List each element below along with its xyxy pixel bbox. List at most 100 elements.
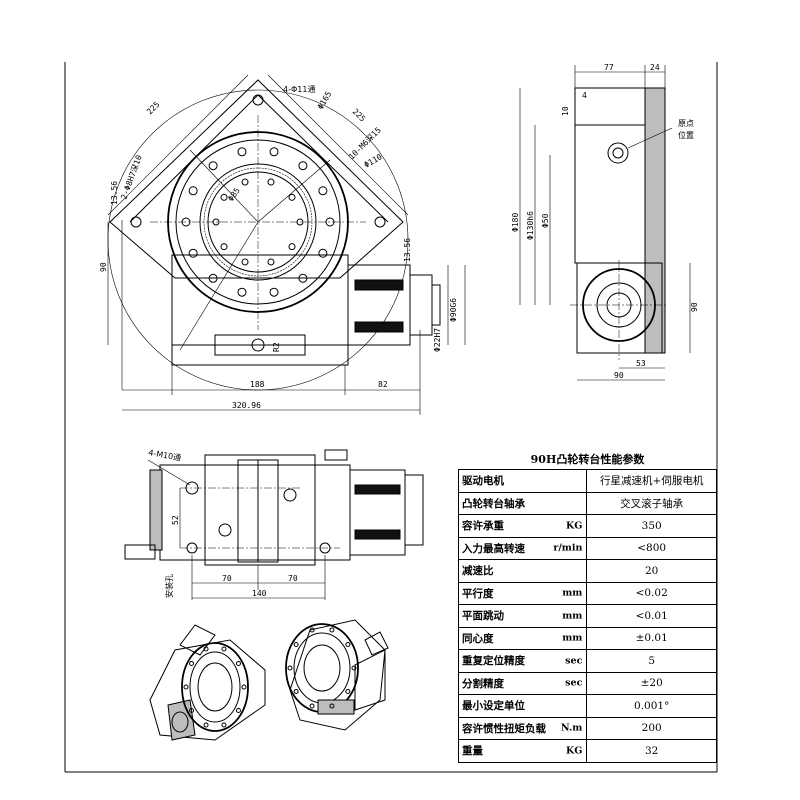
spec-row: 同心度 mm±0.01	[457, 626, 717, 650]
bolt-hole	[221, 646, 227, 652]
dim-225a-line	[107, 74, 249, 216]
label-bolt-circle: Φ165	[316, 90, 334, 111]
front-hole-3	[218, 523, 232, 537]
spec-value: 20	[586, 559, 717, 583]
side-label-77: 77	[604, 63, 614, 72]
bolt-hole	[309, 627, 315, 633]
side-view: 77 24 4 10 Φ180 Φ130h6 Φ50 90 53 90 原点 位…	[511, 63, 699, 381]
side-upper-inner	[574, 124, 646, 264]
label-total: 320.96	[232, 401, 261, 410]
origin-marker	[607, 142, 629, 164]
top-leader-1	[189, 149, 259, 223]
spec-unit: sec	[565, 677, 583, 689]
bolt-hole	[241, 178, 249, 186]
spec-label-cell: 容许惯性扭矩负载 N.m	[457, 716, 588, 740]
label-90g6: Φ90G6	[449, 298, 458, 322]
label-188: 188	[250, 380, 265, 389]
motor-shaft	[431, 284, 441, 326]
spec-label: 最小设定单位	[462, 700, 525, 713]
spec-label: 容许惯性扭矩负载	[462, 722, 546, 735]
bolt-hole	[288, 193, 296, 201]
bolt-hole	[267, 258, 275, 266]
bolt-hole	[237, 147, 247, 157]
bolt-hole	[188, 186, 198, 196]
front-motor	[349, 469, 406, 556]
iso2-motor	[354, 649, 386, 711]
spec-label-cell: 驱动电机	[457, 469, 588, 493]
side-label-90h: 90	[614, 371, 624, 380]
front-view: 4-M10通 52 70 70 140 安装孔	[124, 447, 424, 600]
top-leader-2	[257, 159, 331, 223]
spec-value: 350	[586, 514, 717, 538]
front-top-tab	[324, 449, 348, 461]
bolt-hole	[220, 243, 228, 251]
front-motor-fin-2	[354, 529, 401, 540]
front-hole-2	[283, 488, 297, 502]
label-r: R2	[272, 342, 281, 352]
bolt-hole	[183, 684, 189, 690]
label-1356b: 13.56	[403, 238, 412, 262]
spec-unit: mm	[562, 632, 583, 644]
spec-unit: KG	[565, 745, 583, 757]
label-h90: 90	[99, 262, 108, 272]
spec-value: 行星减速机+伺服电机	[586, 469, 717, 493]
spec-unit: mm	[562, 610, 583, 622]
side-label-origin-2: 位置	[678, 130, 694, 140]
dim-225a: 225	[145, 100, 162, 117]
spec-label: 凸轮转台轴承	[462, 497, 525, 510]
bolt-hole	[269, 287, 279, 297]
iso2-table	[285, 623, 359, 713]
motor-shaft-box	[409, 274, 433, 336]
spec-label: 同心度	[462, 632, 494, 645]
label-1356a: 13.56	[110, 181, 119, 205]
iso2-base	[289, 619, 386, 731]
bolt-hole	[288, 243, 296, 251]
side-label-130: Φ130h6	[526, 211, 535, 240]
spec-label: 入力最高转速	[462, 542, 525, 555]
dim-225b: 225	[351, 107, 368, 124]
front-table	[204, 454, 316, 566]
bolt-hole	[208, 161, 218, 171]
spec-value: ±0.01	[586, 626, 717, 650]
bolt-hole	[345, 689, 351, 695]
iso1-bore	[197, 662, 233, 712]
bolt-hole	[329, 627, 335, 633]
spec-row: 凸轮转台轴承交叉滚子轴承	[457, 491, 717, 515]
iso2-ring	[293, 632, 351, 704]
bolt-hole	[241, 684, 247, 690]
bolt-hole	[188, 248, 198, 258]
side-label-53: 53	[636, 359, 646, 368]
iso1-ring	[189, 651, 241, 723]
spec-unit: N.m	[560, 722, 583, 734]
spec-title: 90H凸轮转台性能参数	[530, 453, 645, 466]
side-label-180: Φ180	[511, 213, 520, 232]
bolt-hole	[269, 147, 279, 157]
side-label-10: 10	[561, 106, 570, 116]
bolt-hole	[345, 641, 351, 647]
bolt-hole	[287, 665, 293, 671]
corner-hole-right	[374, 216, 386, 228]
iso2-holes	[287, 627, 357, 709]
dim-225b-line	[267, 74, 409, 216]
label-4-holes: 4-Φ11通	[283, 84, 315, 94]
bolt-hole	[318, 186, 328, 196]
front-label-70b: 70	[288, 574, 298, 583]
spec-label: 重复定位精度	[462, 655, 525, 668]
side-label-24: 24	[650, 63, 660, 72]
front-left-plate	[149, 469, 163, 551]
corner-hole-left	[130, 216, 142, 228]
iso-view-left	[149, 624, 266, 741]
